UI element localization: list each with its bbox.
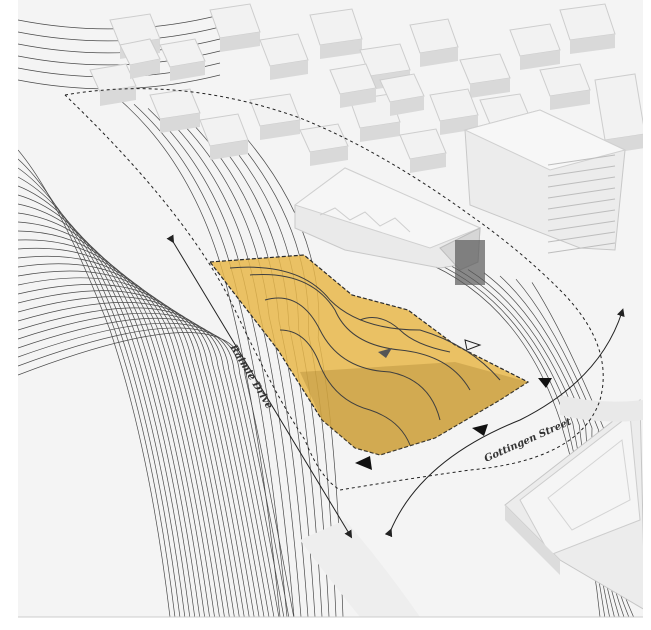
building-block-side [360,122,400,142]
tower-floor-line [547,176,616,188]
building-block-side [170,61,205,81]
tower-floor-line [547,165,616,177]
building-block-side [310,146,348,166]
building-block [309,8,363,46]
building-block-side [550,90,590,110]
contour-line [18,158,176,617]
building-block-side [100,86,136,106]
gottingen-street-arrow [384,308,625,538]
building-block-side [270,60,308,80]
building-block-side [420,47,458,67]
building-block-side [220,32,260,52]
tower-floor-line [547,187,616,199]
building-block-side [320,39,362,59]
building-block-side [210,140,248,160]
building-block [559,3,616,41]
building-block-side [260,120,300,140]
tower-floor-line [547,209,616,221]
building-block-side [470,78,510,98]
building-block-side [160,113,200,133]
tower-floor-line [547,154,616,166]
building-block-side [570,34,615,54]
building-block-side [390,96,424,116]
direction-triangle-icon [355,456,372,470]
tower-floor-line [547,242,616,254]
building-block-side [410,153,446,173]
tower-floor-line [547,198,616,210]
building-block-side [520,50,560,70]
raimie-drive-arrow [166,234,353,539]
building-block [594,73,643,141]
contour-line [18,167,181,617]
building-block-side [340,88,376,108]
tower-building [463,109,627,254]
tower-floor-line [547,220,616,232]
road-surface [300,520,420,617]
tower-floor-line [547,231,616,243]
building-block-side [130,59,160,79]
